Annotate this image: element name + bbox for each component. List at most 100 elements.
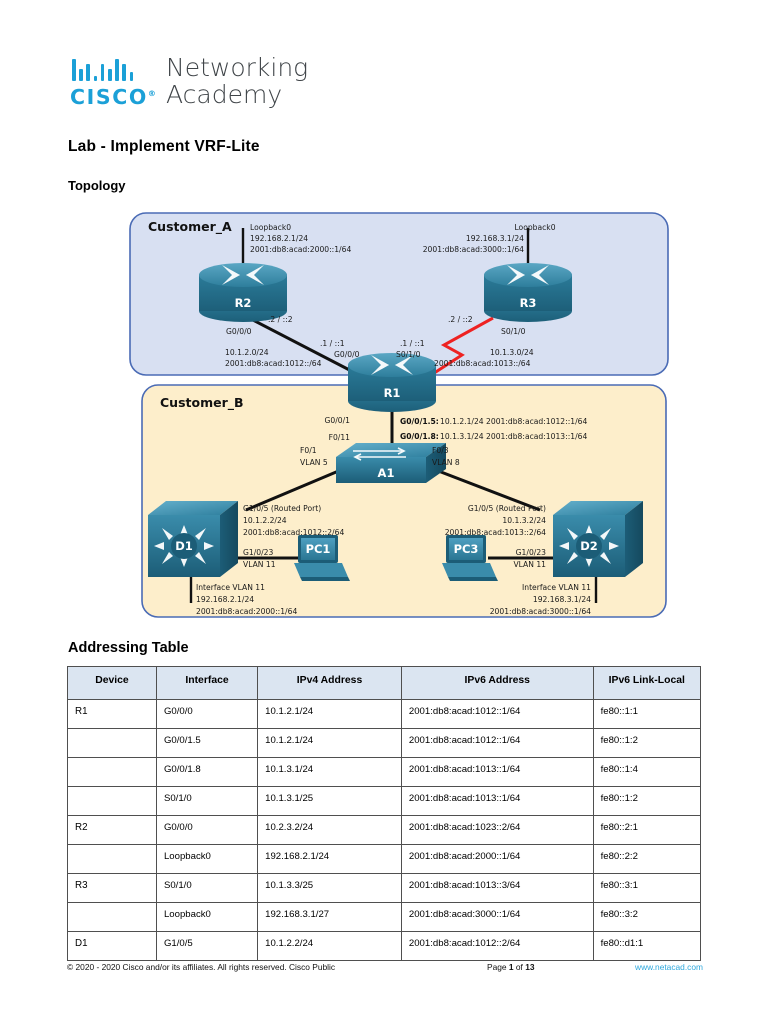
annotation-r3-link-ip: .2 / ::2	[448, 315, 473, 324]
cell-device	[67, 844, 157, 874]
cell-ipv6: 2001:db8:acad:1013::1/64	[400, 786, 594, 816]
cell-device	[67, 902, 157, 932]
cell-ipv6: 2001:db8:acad:2000::1/64	[400, 844, 594, 874]
table-header-row: Device Interface IPv4 Address IPv6 Addre…	[67, 666, 702, 700]
cell-ipv6: 2001:db8:acad:1012::1/64	[400, 699, 594, 729]
cell-interface: Loopback0	[155, 902, 259, 932]
annotation-link-b-ipv6-net: 2001:db8:acad:1013::/64	[434, 359, 531, 368]
cell-linklocal: fe80::2:1	[592, 815, 702, 845]
annotation-r2-loopback-name: Loopback0	[250, 223, 291, 232]
annotation-a1-vlan5: VLAN 5	[300, 458, 328, 467]
cell-device: D1	[67, 931, 157, 961]
footer-page-prefix: Page	[487, 962, 509, 972]
cell-interface: G0/0/1.5	[155, 728, 259, 758]
column-header-linklocal: IPv6 Link-Local	[592, 666, 702, 700]
annotation-r3-loopback-ipv6: 2001:db8:acad:3000::1/64	[423, 245, 524, 254]
cell-ipv6: 2001:db8:acad:1023::2/64	[400, 815, 594, 845]
annotation-d2-access-vlan: VLAN 11	[513, 560, 546, 569]
annotation-d1-access-vlan: VLAN 11	[243, 560, 276, 569]
brand-line-networking: Networking	[166, 53, 309, 82]
section-heading-topology: Topology	[68, 178, 126, 193]
registered-trademark-icon: ®	[147, 89, 156, 98]
cell-device: R2	[67, 815, 157, 845]
annotation-subif-8-addresses: 10.1.3.1/24 2001:db8:acad:1013::1/64	[440, 432, 587, 441]
cell-ipv4: 10.1.2.1/24	[257, 728, 402, 758]
device-d1[interactable]: D1	[148, 501, 238, 577]
network-topology-diagram: R2 R3 R1 A1	[128, 205, 676, 625]
cell-device	[67, 728, 157, 758]
cell-linklocal: fe80::3:1	[592, 873, 702, 903]
annotation-d1-ipv4: 10.1.2.2/24	[243, 516, 287, 525]
page-footer: © 2020 - 2020 Cisco and/or its affiliate…	[67, 962, 703, 972]
cisco-networking-academy-logo: CISCO® Networking Academy	[70, 53, 309, 109]
annotation-a1-f01: F0/1	[300, 446, 317, 455]
link-r2-r1	[248, 316, 364, 379]
device-r1-label: R1	[384, 386, 401, 400]
cell-ipv4: 10.1.3.1/25	[257, 786, 402, 816]
footer-netacad-link[interactable]: www.netacad.com	[635, 962, 703, 972]
cell-linklocal: fe80::1:2	[592, 786, 702, 816]
annotation-r3-link-interface: S0/1/0	[501, 327, 526, 336]
cell-ipv4: 192.168.2.1/24	[257, 844, 402, 874]
device-r2[interactable]: R2	[199, 263, 287, 322]
cell-ipv4: 10.1.3.3/25	[257, 873, 402, 903]
cell-linklocal: fe80::3:2	[592, 902, 702, 932]
cisco-bridge-logo-icon	[70, 55, 156, 81]
annotation-d2-ipv4: 10.1.3.2/24	[502, 516, 546, 525]
device-d2[interactable]: D2	[553, 501, 643, 577]
link-a1-d1	[245, 465, 349, 512]
cell-linklocal: fe80::1:2	[592, 728, 702, 758]
cell-ipv4: 10.1.2.2/24	[257, 931, 402, 961]
cell-interface: G1/0/5	[155, 931, 259, 961]
annotation-r2-link-interface: G0/0/0	[226, 327, 252, 336]
annotation-d2-ipv6: 2001:db8:acad:1013::2/64	[445, 528, 546, 537]
annotation-d2-routed-port: G1/0/5 (Routed Port)	[468, 504, 546, 513]
cell-ipv4: 10.1.2.1/24	[257, 699, 402, 729]
cisco-logo-mark: CISCO®	[70, 55, 156, 108]
annotation-subif-5-label: G0/0/1.5:	[400, 417, 439, 426]
addressing-table: Device Interface IPv4 Address IPv6 Addre…	[67, 666, 702, 961]
device-d1-label: D1	[175, 539, 193, 553]
footer-page-indicator: Page 1 of 13	[487, 962, 607, 972]
cell-linklocal: fe80::1:1	[592, 699, 702, 729]
annotation-d2-svi-name: Interface VLAN 11	[522, 583, 591, 592]
footer-page-number: 1	[508, 962, 514, 972]
annotation-r3-loopback-name: Loopback0	[514, 223, 555, 232]
device-r3-label: R3	[520, 296, 537, 310]
device-r1[interactable]: R1	[348, 353, 436, 412]
cisco-wordmark-text: CISCO	[70, 84, 148, 109]
zone-label-customer-b: Customer_B	[160, 395, 244, 411]
device-a1-label: A1	[378, 466, 395, 480]
device-pc3-label: PC3	[454, 542, 479, 556]
cell-interface: S0/1/0	[155, 873, 259, 903]
cell-device: R1	[67, 699, 157, 729]
device-pc3[interactable]: PC3	[442, 535, 498, 581]
device-d2-label: D2	[580, 539, 598, 553]
device-pc1[interactable]: PC1	[294, 535, 350, 581]
section-heading-addressing-table: Addressing Table	[68, 640, 189, 656]
page-title: Lab - Implement VRF-Lite	[68, 138, 260, 155]
annotation-r1-left-ip: .1 / ::1	[320, 339, 345, 348]
cell-linklocal: fe80::1:4	[592, 757, 702, 787]
footer-page-total: 13	[525, 962, 535, 972]
brand-line-academy: Academy	[166, 79, 283, 109]
annotation-r1-right-interface: S0/1/0	[396, 350, 421, 359]
cell-ipv6: 2001:db8:acad:1013::3/64	[400, 873, 594, 903]
footer-copyright: © 2020 - 2020 Cisco and/or its affiliate…	[67, 962, 336, 972]
cell-interface: G0/0/0	[155, 815, 259, 845]
cell-interface: S0/1/0	[155, 786, 259, 816]
device-r3[interactable]: R3	[484, 263, 572, 322]
annotation-d1-access-interface: G1/0/23	[243, 548, 273, 557]
annotation-r2-loopback-ipv6: 2001:db8:acad:2000::1/64	[250, 245, 351, 254]
annotation-d2-svi-ipv4: 192.168.3.1/24	[533, 595, 591, 604]
annotation-r1-left-interface: G0/0/0	[334, 350, 360, 359]
annotation-d1-svi-ipv6: 2001:db8:acad:2000::1/64	[196, 607, 297, 616]
device-a1[interactable]: A1	[336, 443, 446, 483]
footer-page-mid: of	[513, 962, 526, 972]
annotation-d1-svi-name: Interface VLAN 11	[196, 583, 265, 592]
